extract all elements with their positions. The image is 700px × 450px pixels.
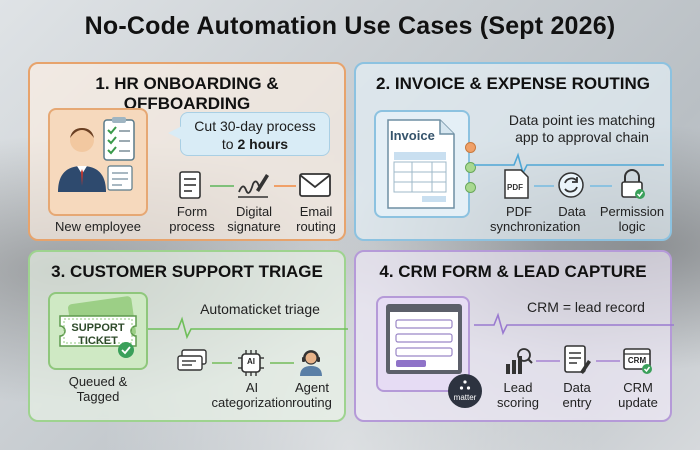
connector-line bbox=[536, 360, 560, 362]
panel-title: 3. CUSTOMER SUPPORT TRIAGE bbox=[51, 262, 323, 281]
email-icon bbox=[299, 173, 331, 197]
crm-badge: CRM bbox=[627, 356, 647, 365]
connector-line bbox=[590, 185, 612, 187]
panel-crm-lead-capture: 4. CRM FORM & LEAD CAPTURE matter CRM = … bbox=[354, 250, 674, 422]
invoice-doc-icon bbox=[387, 119, 455, 209]
invoice-tile: Invoice bbox=[374, 110, 470, 218]
ai-chip-icon bbox=[238, 350, 264, 376]
signature-icon bbox=[238, 174, 269, 198]
callout-pointer bbox=[168, 126, 182, 140]
panel-title: 2. INVOICE & EXPENSE ROUTING bbox=[376, 74, 650, 93]
queued-tagged-label: Queued &Tagged bbox=[68, 374, 128, 404]
new-employee-tile bbox=[48, 108, 148, 216]
ai-badge: AI bbox=[247, 357, 255, 366]
pdf-icon: PDF bbox=[504, 169, 529, 199]
page-title: No-Code Automation Use Cases (Sept 2026) bbox=[84, 12, 616, 40]
connector-line bbox=[270, 362, 294, 364]
panel-support-triage: 3. CUSTOMER SUPPORT TRIAGE SUPPORT TICKE… bbox=[28, 250, 348, 422]
triage-note: Automaticket triage bbox=[200, 301, 320, 317]
ticket-stack-icon bbox=[177, 349, 207, 371]
agent-icon bbox=[300, 350, 322, 376]
ticket-line1: SUPPORT bbox=[71, 322, 125, 334]
crm-note: CRM = lead record bbox=[527, 299, 645, 315]
callout-line1: Cut 30-day process bbox=[194, 118, 316, 134]
invoice-label: Invoice bbox=[390, 128, 435, 143]
time-savings-callout: Cut 30-day process to 2 hours bbox=[180, 112, 330, 156]
lock-icon bbox=[621, 169, 645, 199]
callout-line2: to 2 hours bbox=[221, 136, 289, 152]
panel-invoice-routing: 2. INVOICE & EXPENSE ROUTING Invoice Dat… bbox=[354, 62, 672, 241]
crm-form-tile bbox=[376, 296, 470, 392]
signal-wave bbox=[474, 152, 664, 176]
web-form-icon bbox=[386, 304, 462, 374]
panel-title: 4. CRM FORM & LEAD CAPTURE bbox=[379, 262, 647, 281]
support-ticket-tile: SUPPORT TICKET bbox=[48, 292, 148, 370]
form-icon bbox=[179, 171, 201, 199]
flow-dot bbox=[465, 162, 476, 173]
panel-hr-onboarding: 1. HR ONBOARDING & OFFBOARDING New emplo… bbox=[28, 62, 346, 241]
flow-dot bbox=[465, 142, 476, 153]
crm-icon bbox=[623, 348, 652, 374]
connector-line bbox=[210, 185, 234, 187]
sync-icon bbox=[558, 172, 584, 198]
ticket-line2: TICKET bbox=[78, 335, 118, 347]
connector-line bbox=[274, 185, 296, 187]
panel-title: 1. HR ONBOARDING & OFFBOARDING bbox=[95, 74, 279, 113]
lead-scoring-icon bbox=[506, 348, 533, 374]
svg-text:PDF: PDF bbox=[507, 183, 523, 192]
connector-line bbox=[596, 360, 620, 362]
employee-icon bbox=[58, 117, 135, 192]
flow-dot bbox=[465, 182, 476, 193]
signal-wave bbox=[148, 316, 348, 340]
signal-wave bbox=[474, 312, 674, 336]
support-ticket-icon bbox=[59, 296, 137, 358]
matter-badge: matter bbox=[448, 374, 482, 408]
step-label-data: Data bbox=[558, 204, 586, 219]
data-entry-icon bbox=[564, 345, 591, 374]
new-employee-label: New employee bbox=[55, 219, 141, 234]
connector-line bbox=[212, 362, 232, 364]
matter-logo-icon bbox=[459, 380, 471, 390]
connector-line bbox=[534, 185, 554, 187]
